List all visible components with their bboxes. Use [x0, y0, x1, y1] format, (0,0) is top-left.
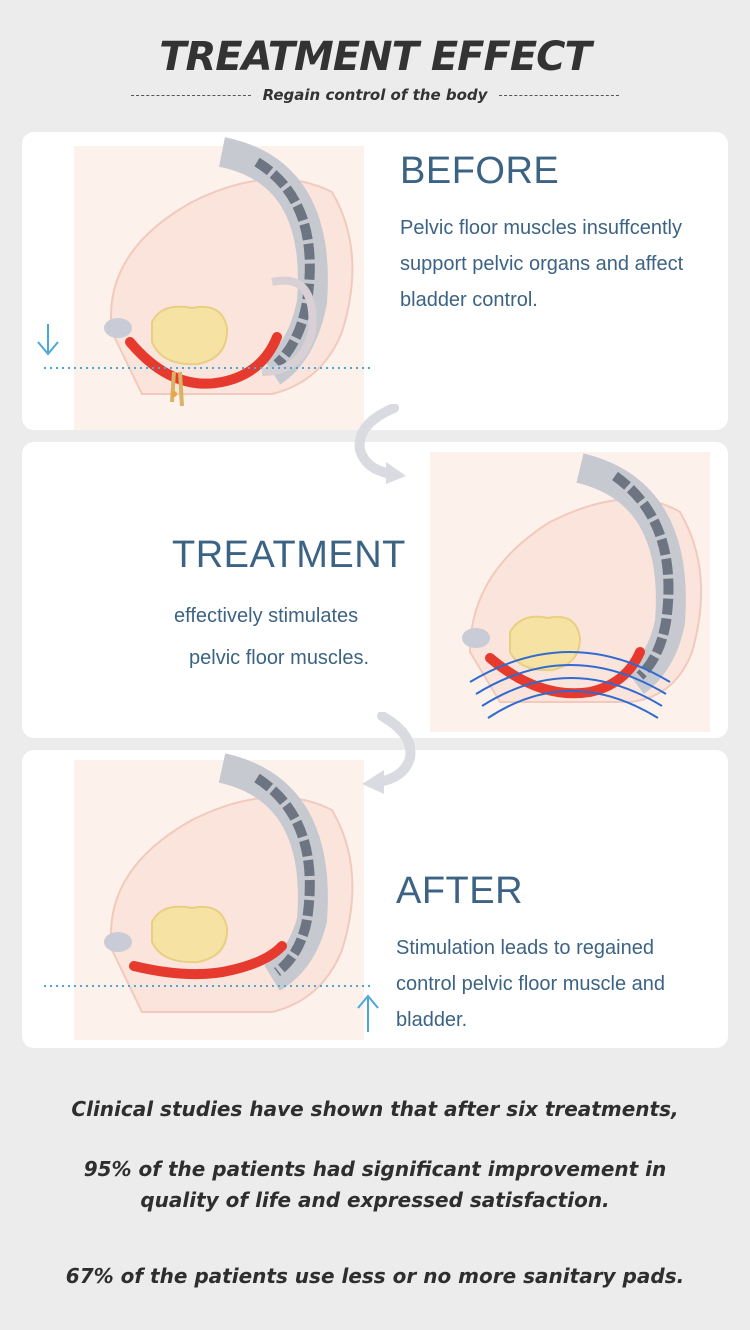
before-card: BEFORE Pelvic floor muscles insuffcently…	[22, 132, 728, 430]
treatment-text-line: effectively stimulates	[174, 605, 359, 627]
footer-line: Clinical studies have shown that after s…	[71, 1097, 679, 1121]
after-text-line: bladder.	[396, 1009, 468, 1031]
curved-arrow-icon	[362, 712, 416, 794]
before-title: BEFORE	[400, 150, 560, 192]
treatment-pelvis-illustration	[430, 452, 710, 732]
after-pelvis-illustration	[44, 753, 379, 1040]
footer-line: 67% of the patients use less or no more …	[65, 1264, 685, 1288]
treatment-text-line: pelvic floor muscles.	[189, 647, 370, 669]
curved-arrow-icon	[354, 404, 406, 484]
treatment-title: TREATMENT	[172, 534, 406, 576]
page-title: TREATMENT EFFECT	[159, 34, 592, 80]
after-text-line: control pelvic floor muscle and	[396, 973, 666, 995]
divider-right	[499, 94, 620, 96]
divider-left	[130, 94, 251, 96]
page-subtitle: Regain control of the body	[262, 86, 488, 104]
footer-line: 95% of the patients had significant impr…	[83, 1157, 667, 1181]
before-text-line: bladder control.	[400, 289, 538, 311]
after-card: AFTER Stimulation leads to regained cont…	[22, 750, 728, 1048]
before-text-line: Pelvic floor muscles insuffcently	[400, 217, 682, 239]
subtitle-row: Regain control of the body	[0, 86, 750, 104]
after-title: AFTER	[396, 870, 524, 912]
before-pelvis-illustration	[37, 137, 372, 430]
after-text-line: Stimulation leads to regained	[396, 937, 654, 959]
footer-line: quality of life and expressed satisfacti…	[140, 1188, 610, 1212]
treatment-card: TREATMENT effectively stimulates pelvic …	[22, 442, 728, 738]
before-text-line: support pelvic organs and affect	[400, 253, 684, 275]
